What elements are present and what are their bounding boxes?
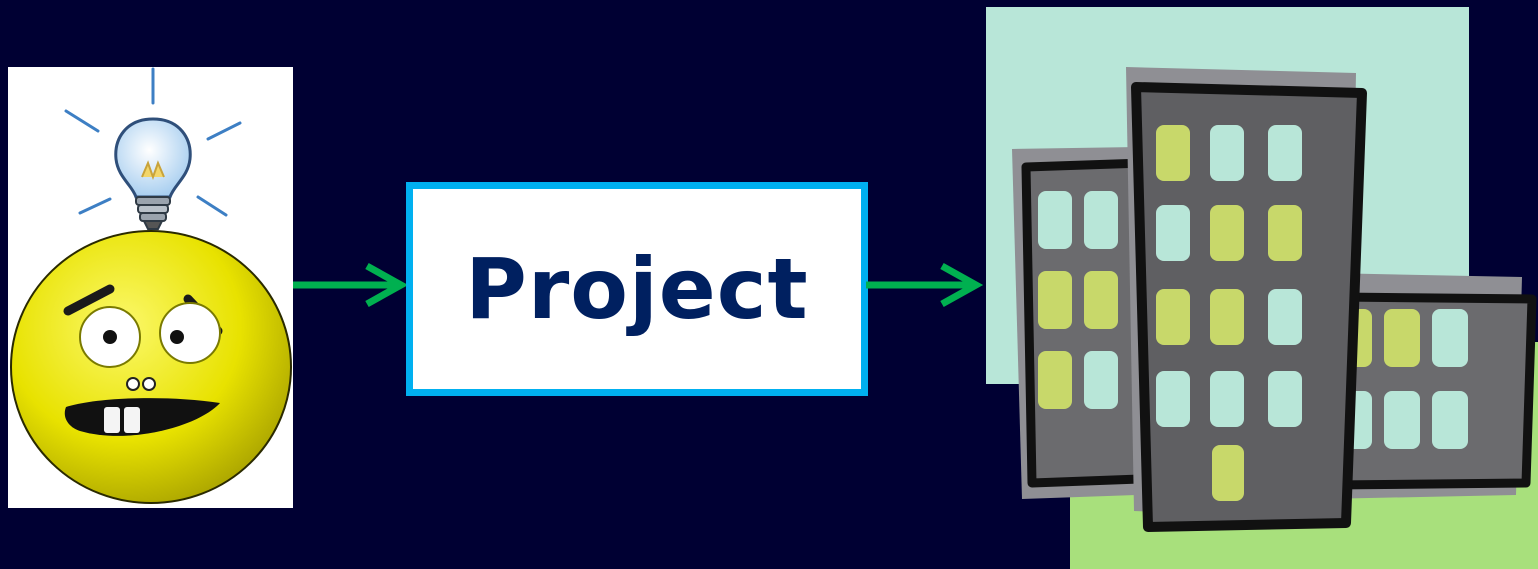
buildings-icon [986, 7, 1538, 569]
idea-illustration [8, 67, 293, 508]
arrow-right-icon [866, 262, 986, 308]
buildings-illustration [986, 7, 1538, 569]
light-bulb-icon [116, 119, 190, 229]
project-box: Project [406, 182, 868, 396]
project-label: Project [465, 240, 808, 338]
arrow-right-icon [293, 262, 411, 308]
idea-face-icon [8, 67, 293, 508]
